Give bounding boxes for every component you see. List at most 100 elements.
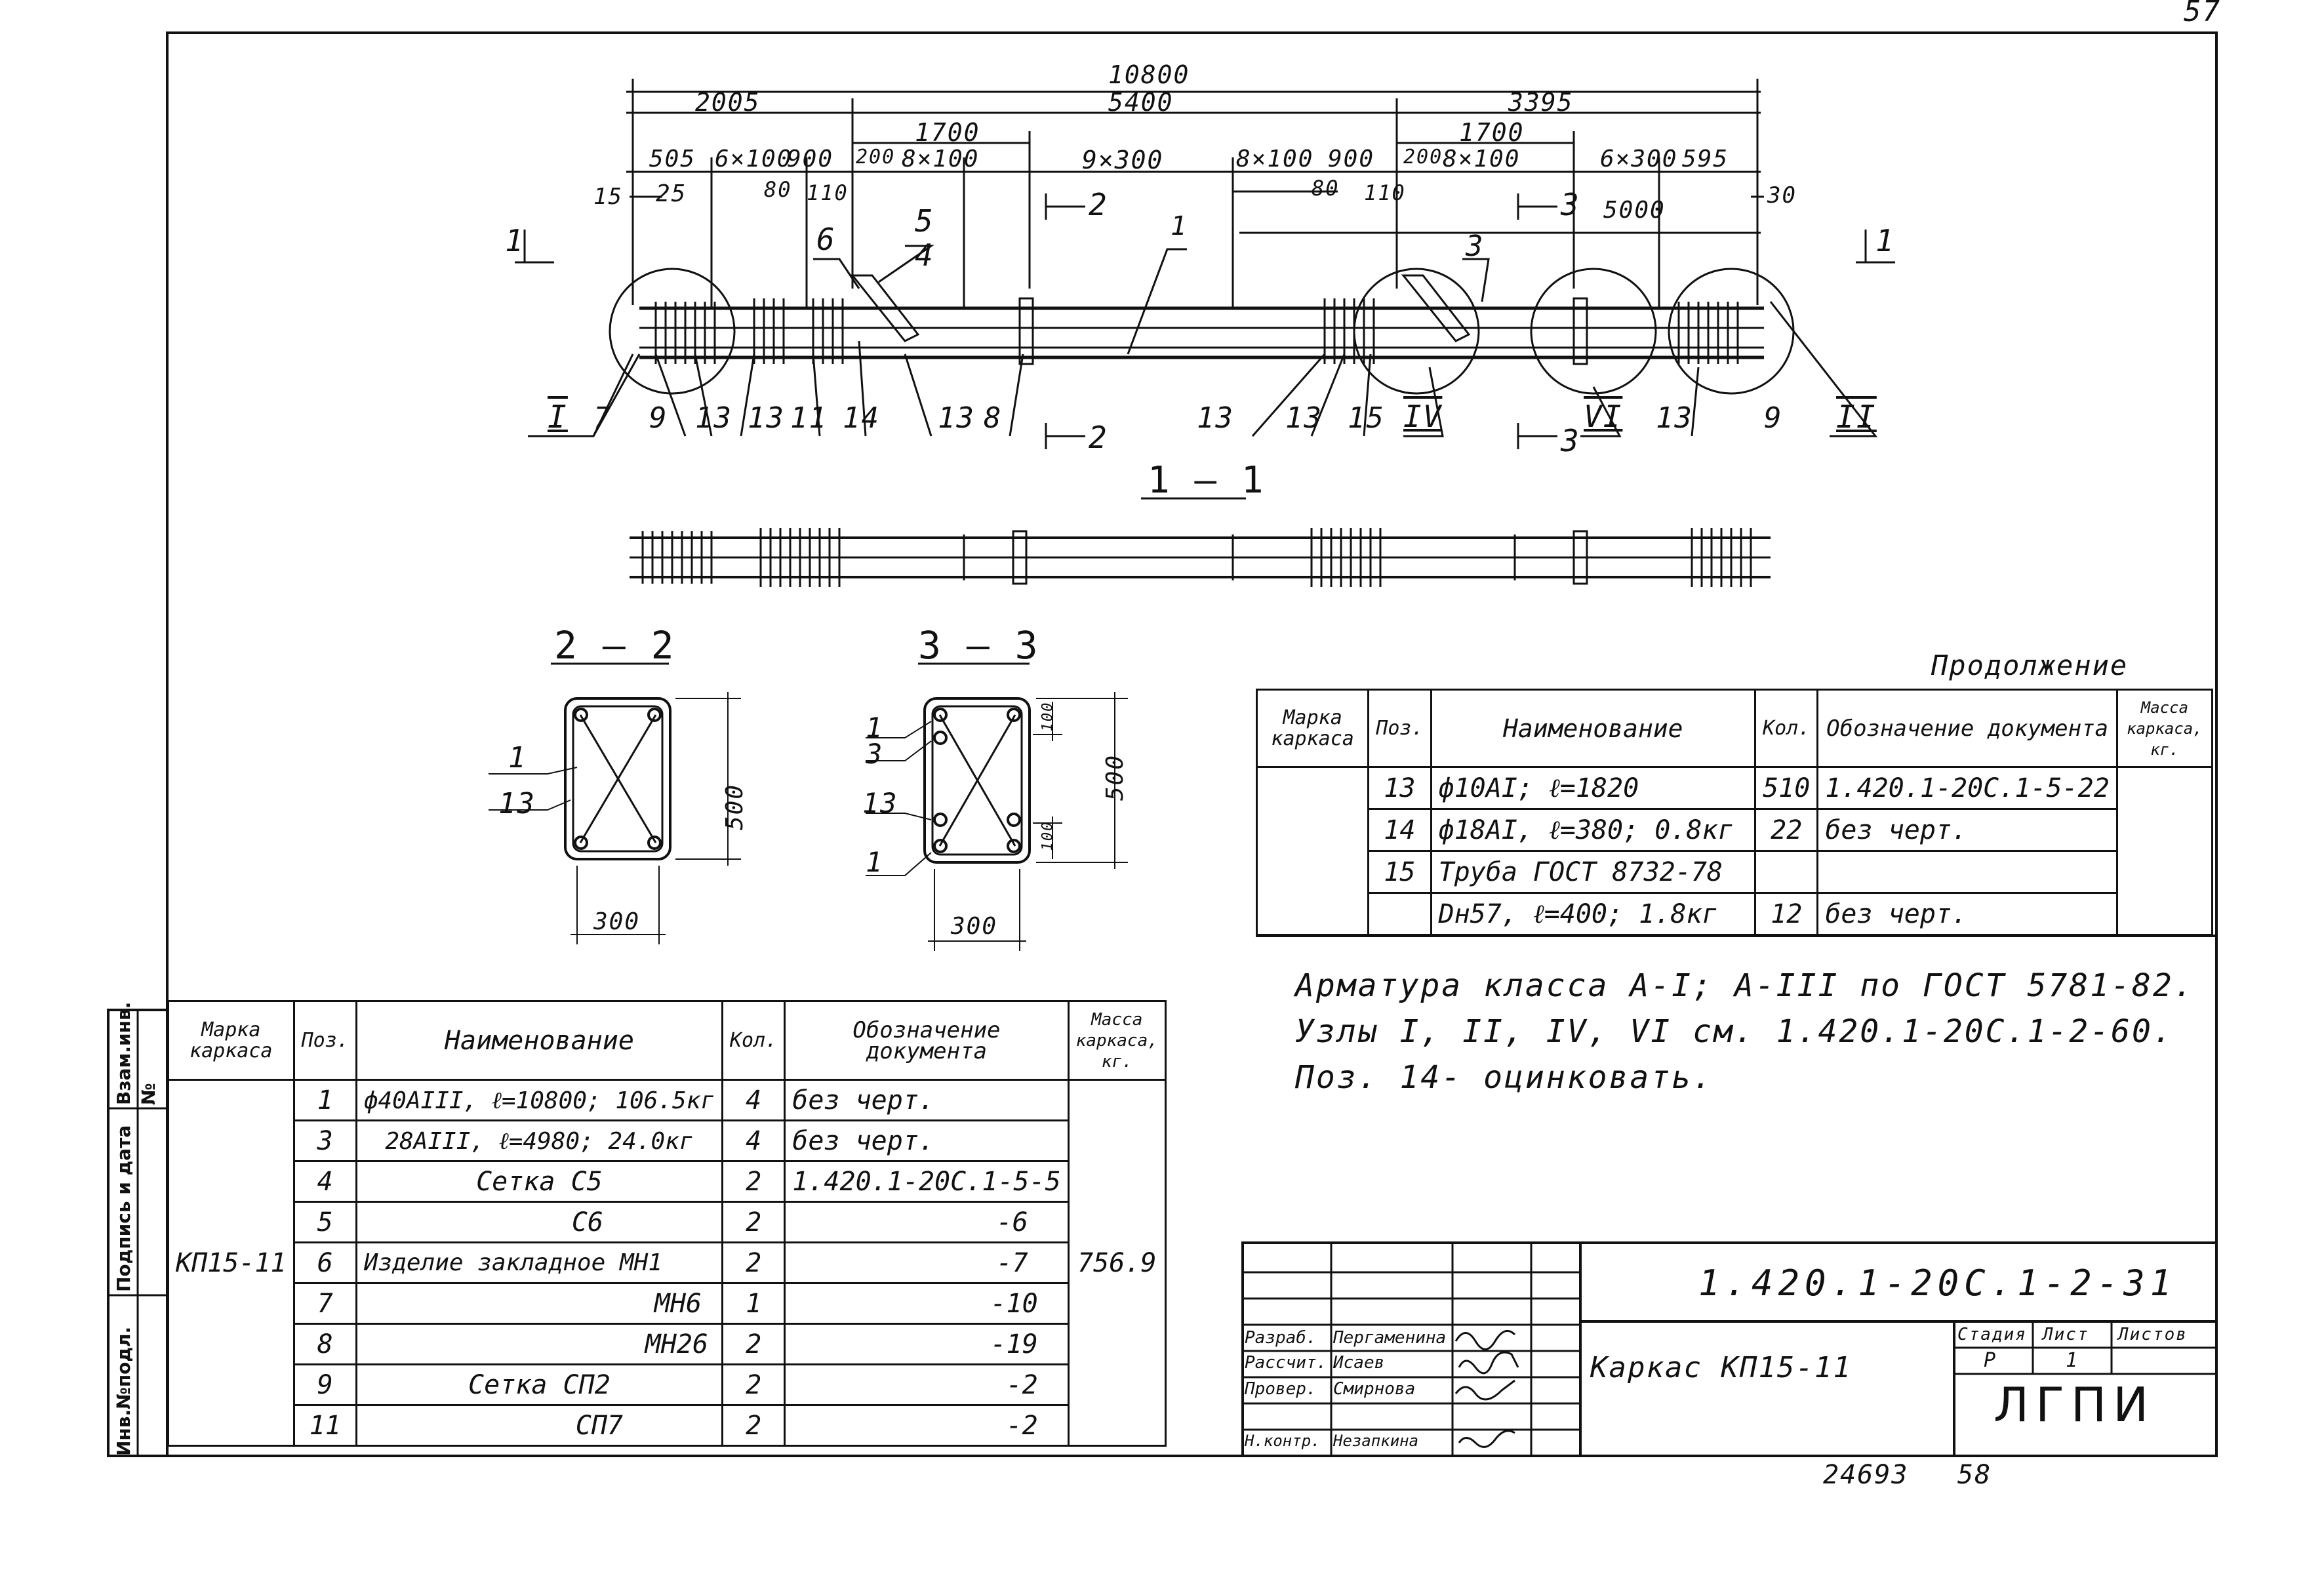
cross-sections <box>489 662 1128 951</box>
dim-r3-4: 8×100 <box>902 146 980 172</box>
table-row: 6 Изделие закладное МН1 2 -7 <box>169 1241 1166 1284</box>
cont-header-name: Наименование <box>1430 689 1757 768</box>
note-3: Поз. 14- оцинковать. <box>1295 1059 1713 1096</box>
table-row: КП15-11 1 ф40АIII, ℓ=10800; 106.5кг 4 бе… <box>167 1079 1167 1447</box>
table-row: 11 СП7 2 -2 <box>169 1404 1166 1447</box>
staff-name-3: Смирнова <box>1333 1379 1416 1399</box>
spec-header-mass: Масса каркаса, кг. <box>1067 1000 1167 1081</box>
spec-doc: без черт. <box>784 1119 1070 1162</box>
pos-bottom-13a: 13 <box>695 401 732 435</box>
staff-name-1: Пергаменина <box>1333 1328 1447 1348</box>
sheet-bottom-number-2: 58 <box>1957 1460 1992 1490</box>
cont-name: Труба ГОСТ 8732-78 <box>1430 850 1757 894</box>
cont-header-pos: Поз. <box>1367 689 1432 768</box>
pos-bottom-11: 11 <box>790 401 828 435</box>
spec-qty: 2 <box>721 1160 786 1203</box>
table-row: 13 ф10АI; ℓ=1820 510 1.420.1-20С.1-5-22 <box>1255 766 2214 936</box>
pos-bottom-13d: 13 <box>1197 401 1234 435</box>
cont-name: Dн57, ℓ=400; 1.8кг <box>1430 892 1757 936</box>
spec-header-qty: Кол. <box>721 1000 786 1081</box>
spec-doc: без черт. <box>784 1079 1070 1121</box>
spec-name: Сетка С5 <box>355 1160 724 1203</box>
section-mark-2-bottom: 2 <box>1089 420 1108 455</box>
dim-5400: 5400 <box>1108 88 1174 117</box>
spec-pos: 1 <box>292 1079 357 1121</box>
note-1: Арматура класса А-I; А-III по ГОСТ 5781-… <box>1295 967 2195 1004</box>
pos-bottom-13c: 13 <box>938 401 975 435</box>
dim-r4-2: 80 <box>764 177 792 202</box>
spec-pos: 11 <box>292 1404 357 1447</box>
cont-mark-cell <box>1255 766 1370 936</box>
spec-name: 28АIII, ℓ=4980; 24.0кг <box>355 1119 724 1162</box>
pos-bottom-8: 8 <box>984 401 1003 435</box>
spec-pos: 7 <box>292 1282 357 1325</box>
pos-bottom-13e: 13 <box>1285 401 1323 435</box>
sec22-label-1: 1 <box>508 741 527 775</box>
table-row: 3 28АIII, ℓ=4980; 24.0кг 4 без черт. <box>169 1119 1166 1162</box>
spec-qty: 4 <box>721 1119 786 1162</box>
sec33-label-3: 3 <box>866 738 884 770</box>
cont-qty: 12 <box>1754 892 1819 936</box>
spec-doc: -7 <box>784 1241 1070 1284</box>
spec-name: Сетка СП2 <box>355 1363 724 1406</box>
dim-total: 10800 <box>1108 60 1190 89</box>
sheets-header: Листов <box>2118 1325 2188 1344</box>
spec-mark: КП15-11 <box>167 1079 295 1447</box>
dim-r4-5: 110 <box>1364 180 1406 205</box>
dim-1700-left: 1700 <box>915 118 980 147</box>
table-row: 4 Сетка С5 2 1.420.1-20С.1-5-5 <box>169 1160 1166 1203</box>
dim-r3-10: 6×300 <box>1600 146 1678 172</box>
section-mark-3-top: 3 <box>1561 187 1580 222</box>
pos-bottom-9a: 9 <box>649 401 668 435</box>
pos-bottom-13f: 13 <box>1656 401 1693 435</box>
pos-bottom-13b: 13 <box>748 401 785 435</box>
cont-header-mass: Масса каркаса, кг. <box>2115 689 2214 768</box>
table-row: 7 МН6 1 -10 <box>169 1282 1166 1325</box>
spec-qty: 1 <box>721 1282 786 1325</box>
cont-qty: 510 <box>1754 766 1819 810</box>
cont-pos: 15 <box>1367 850 1432 894</box>
spec-header-name: Наименование <box>355 1000 724 1081</box>
cont-pos <box>1367 892 1432 936</box>
stage-value: Р <box>1984 1349 1997 1372</box>
sheet-value: 1 <box>2066 1349 2079 1372</box>
spec-name: ф40АIII, ℓ=10800; 106.5кг <box>355 1079 724 1121</box>
staff-role-4: Н.контр. <box>1245 1432 1321 1450</box>
spec-header-pos: Поз. <box>292 1000 357 1081</box>
section-2-2-label: 2 — 2 <box>554 623 675 668</box>
spec-pos: 8 <box>292 1323 357 1365</box>
sec33-dim-300: 300 <box>951 913 998 940</box>
pos-bottom-VI: VI <box>1584 399 1623 434</box>
spec-qty: 2 <box>721 1404 786 1447</box>
spec-header-mark: Марка каркаса <box>167 1000 295 1081</box>
table-row: Dн57, ℓ=400; 1.8кг 12 без черт. <box>1257 892 2213 936</box>
cont-doc: 1.420.1-20С.1-5-22 <box>1816 766 2118 810</box>
cont-doc: без черт. <box>1816 892 2118 936</box>
dim-r3-7: 900 <box>1328 146 1375 172</box>
pos-bottom-I: I <box>548 399 568 435</box>
spec-doc: -2 <box>784 1363 1070 1406</box>
dim-1700-right: 1700 <box>1459 118 1525 147</box>
spec-doc: -6 <box>784 1201 1070 1243</box>
dim-r3-2: 900 <box>787 146 834 172</box>
cont-header-doc: Обозначение документа <box>1816 689 2118 768</box>
cont-pos: 14 <box>1367 808 1432 852</box>
pos-bottom-7: 7 <box>593 401 612 435</box>
spec-qty: 2 <box>721 1241 786 1284</box>
spec-name: С6 <box>355 1201 724 1243</box>
staff-name-2: Исаев <box>1333 1353 1385 1373</box>
dim-3395: 3395 <box>1508 88 1574 117</box>
dim-r3-6: 8×100 <box>1236 146 1314 172</box>
section-mark-1-right: 1 <box>1875 223 1895 258</box>
title-block-org: ЛГПИ <box>1993 1377 2155 1432</box>
continuation-table: Марка каркаса Поз. Наименование Кол. Обо… <box>1255 689 2214 936</box>
dim-r4-1: 25 <box>656 180 687 207</box>
table-row: 15 Труба ГОСТ 8732-78 <box>1257 850 2213 894</box>
section-mark-2-top: 2 <box>1089 187 1108 222</box>
sec33-label-1b: 1 <box>866 846 884 878</box>
spec-name: МН26 <box>355 1323 724 1365</box>
spec-qty: 2 <box>721 1323 786 1365</box>
